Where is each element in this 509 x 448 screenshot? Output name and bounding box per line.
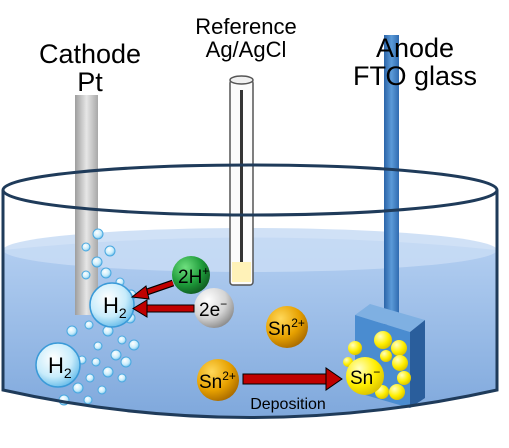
reference-label: Reference Ag/AgCl	[176, 15, 316, 61]
electron-label: 2e−	[199, 297, 227, 321]
cathode-label-line2: Pt	[77, 67, 103, 98]
tin-ion-free-ball	[266, 306, 308, 348]
tin-ion-moving-label: Sn2+	[199, 369, 236, 393]
deposition-arrow	[242, 367, 343, 391]
reference-electrode	[229, 75, 254, 286]
h2-bubble-large-2	[35, 342, 81, 388]
hydrogen-ion-label: 2H+	[178, 264, 209, 288]
reference-label-line1: Reference	[195, 14, 297, 39]
h2-label-2: H2	[48, 353, 72, 381]
cathode-label: Cathode Pt	[20, 40, 160, 97]
reaction-arrow-ion-to-h2	[130, 279, 175, 300]
tin-ion-moving-ball	[197, 359, 239, 401]
hydrogen-ion-ball	[172, 256, 210, 294]
tin-deposited-label: Sn−	[350, 365, 380, 389]
anode-label-line1: Anode	[375, 33, 455, 63]
deposition-label: Deposition	[250, 396, 326, 413]
reaction-arrow-electron-to-h2	[132, 299, 195, 318]
anode-label-line2: FTO glass	[352, 61, 478, 92]
tin-deposit-particles	[343, 331, 411, 400]
beaker	[1, 163, 499, 419]
h2-bubble-large-1	[89, 282, 135, 328]
h2-label-1: H2	[103, 293, 127, 321]
cathode-label-line1: Cathode	[38, 39, 142, 69]
tin-deposited-ball	[346, 357, 384, 395]
tin-ion-free-label: Sn2+	[268, 316, 305, 340]
electron-ball	[194, 288, 234, 328]
anode-label: Anode FTO glass	[330, 34, 500, 91]
reference-label-line2: Ag/AgCl	[205, 37, 287, 63]
cathode-electrode	[75, 95, 98, 315]
